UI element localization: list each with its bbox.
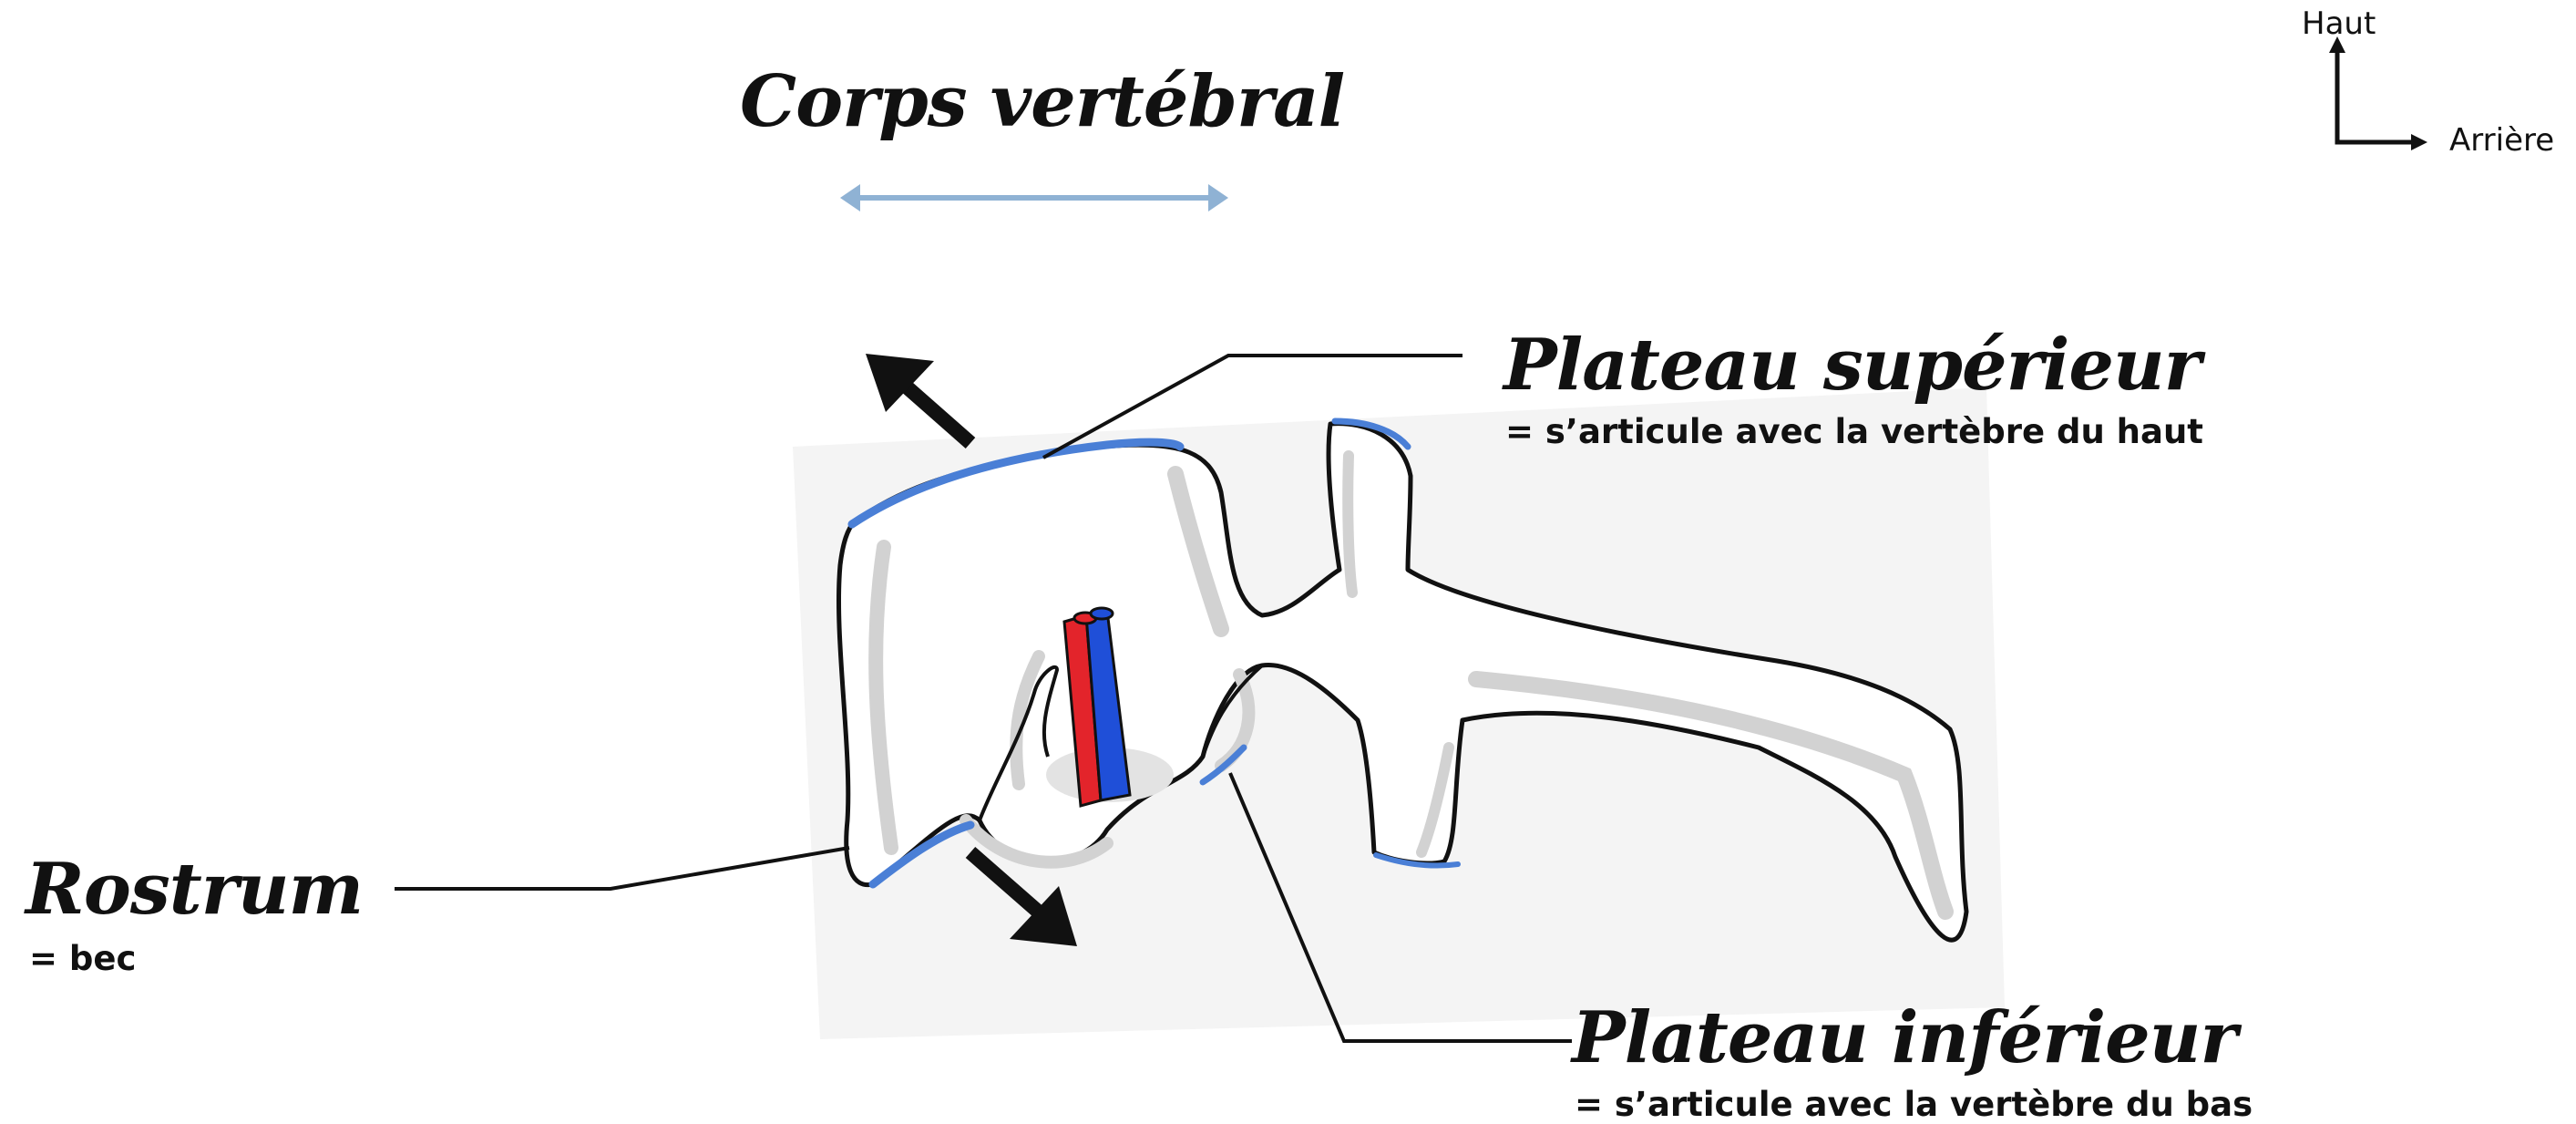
page-title: Corps vertébral xyxy=(740,60,1344,143)
leader-line-rostrum xyxy=(395,848,849,889)
orientation-up-label: Haut xyxy=(2302,5,2376,42)
axis-arrows-icon xyxy=(2329,36,2427,150)
plateau-inferieur-desc: = s’articule avec la vertèbre du bas xyxy=(1575,1085,2253,1124)
plateau-superieur-desc: = s’articule avec la vertèbre du haut xyxy=(1505,412,2203,451)
span-arrow-head-left xyxy=(840,184,860,211)
rostrum-desc: = bec xyxy=(29,939,136,978)
arrow-up-left-icon xyxy=(866,354,970,443)
span-arrow-head-right xyxy=(1208,184,1228,211)
plateau-superieur-title: Plateau supérieur xyxy=(1504,324,2201,407)
rostrum-title: Rostrum xyxy=(26,848,363,931)
plateau-inferieur-title: Plateau inférieur xyxy=(1572,996,2237,1079)
orientation-back-label: Arrière xyxy=(2449,122,2554,159)
